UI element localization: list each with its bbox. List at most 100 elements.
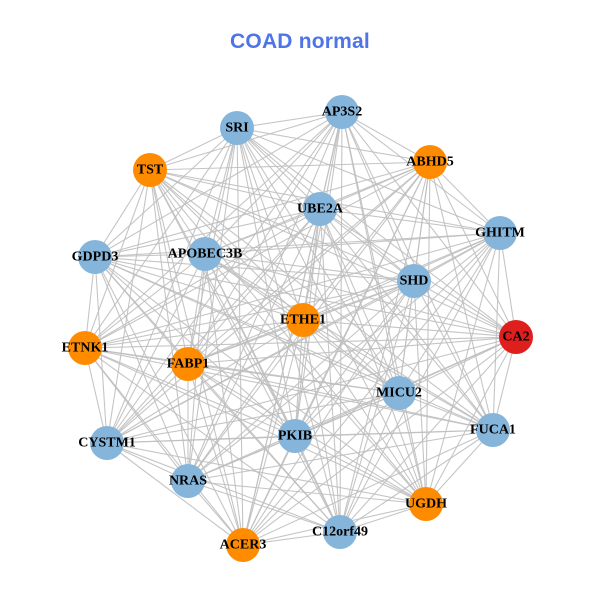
edge-AP3S2-APOBEC3B xyxy=(204,111,343,255)
edge-ABHD5-GDPD3 xyxy=(94,161,431,258)
node-C12orf49 xyxy=(323,515,357,549)
node-TST xyxy=(133,153,167,187)
edge-GHITM-NRAS xyxy=(187,232,501,482)
node-FABP1 xyxy=(171,347,205,381)
edge-ABHD5-FABP1 xyxy=(187,161,431,365)
edge-SRI-AP3S2 xyxy=(236,111,343,129)
edge-SHD-NRAS xyxy=(187,280,415,482)
edge-ABHD5-UGDH xyxy=(425,161,431,505)
node-APOBEC3B xyxy=(188,237,222,271)
edge-FUCA1-C12orf49 xyxy=(339,429,494,533)
edge-ABHD5-FUCA1 xyxy=(429,161,494,431)
edge-PKIB-ACER3 xyxy=(242,435,296,546)
edge-GHITM-UGDH xyxy=(425,232,501,505)
edge-UBE2A-GHITM xyxy=(319,208,501,234)
edge-NRAS-C12orf49 xyxy=(187,480,341,533)
edge-GDPD3-MICU2 xyxy=(94,256,400,394)
edge-GDPD3-NRAS xyxy=(94,256,189,482)
edge-TST-PKIB xyxy=(149,169,296,437)
node-label-PKIB: PKIB xyxy=(278,429,312,444)
edge-ABHD5-CA2 xyxy=(429,161,517,338)
edge-TST-NRAS xyxy=(149,169,189,482)
edge-APOBEC3B-C12orf49 xyxy=(204,253,341,533)
edge-ETHE1-C12orf49 xyxy=(302,319,341,533)
node-GHITM xyxy=(483,216,517,250)
nodes-layer xyxy=(68,95,533,562)
edge-CA2-NRAS xyxy=(187,336,517,482)
edge-FABP1-C12orf49 xyxy=(187,363,341,533)
edge-ETHE1-PKIB xyxy=(294,319,304,437)
edge-UBE2A-C12orf49 xyxy=(319,208,341,533)
edge-SRI-GDPD3 xyxy=(94,127,238,258)
edge-FABP1-FUCA1 xyxy=(187,363,494,431)
node-label-TST: TST xyxy=(137,163,164,178)
edge-APOBEC3B-CA2 xyxy=(204,253,517,338)
edge-AP3S2-SHD xyxy=(341,111,415,282)
node-UGDH xyxy=(409,487,443,521)
edge-GHITM-PKIB xyxy=(294,232,501,437)
node-NRAS xyxy=(171,464,205,498)
edge-APOBEC3B-ACER3 xyxy=(204,253,244,546)
edge-SHD-ACER3 xyxy=(242,280,415,546)
edge-GHITM-MICU2 xyxy=(398,232,501,394)
edge-ETHE1-CA2 xyxy=(302,319,517,338)
node-CYSTM1 xyxy=(90,426,124,460)
edge-CA2-CYSTM1 xyxy=(106,336,517,444)
edge-ETNK1-FUCA1 xyxy=(84,347,494,431)
edge-AP3S2-GDPD3 xyxy=(94,111,343,258)
edge-ETHE1-MICU2 xyxy=(302,319,400,394)
edge-APOBEC3B-SHD xyxy=(204,253,415,282)
edge-CYSTM1-C12orf49 xyxy=(106,442,341,533)
edge-SRI-ACER3 xyxy=(236,127,244,546)
edge-PKIB-C12orf49 xyxy=(294,435,341,533)
node-label-APOBEC3B: APOBEC3B xyxy=(168,247,243,262)
edge-SRI-ETHE1 xyxy=(236,127,304,321)
node-ETHE1 xyxy=(286,303,320,337)
edge-ABHD5-CYSTM1 xyxy=(106,161,431,444)
node-CA2 xyxy=(499,320,533,354)
edge-FABP1-PKIB xyxy=(187,363,296,437)
node-label-SRI: SRI xyxy=(225,121,248,136)
edge-ETNK1-UGDH xyxy=(84,347,427,505)
edge-SRI-FUCA1 xyxy=(236,127,494,431)
edge-FABP1-ACER3 xyxy=(187,363,244,546)
node-label-ACER3: ACER3 xyxy=(220,538,267,553)
edge-GHITM-APOBEC3B xyxy=(204,232,501,255)
edge-CA2-FABP1 xyxy=(187,336,517,365)
node-label-C12orf49: C12orf49 xyxy=(312,525,368,540)
edge-GHITM-CA2 xyxy=(499,232,517,338)
edge-CYSTM1-ACER3 xyxy=(106,442,244,546)
edge-GDPD3-UGDH xyxy=(94,256,427,505)
node-PKIB xyxy=(278,419,312,453)
edge-APOBEC3B-ETNK1 xyxy=(84,253,206,349)
node-label-ETNK1: ETNK1 xyxy=(62,341,109,356)
edge-SHD-CA2 xyxy=(413,280,517,338)
node-GDPD3 xyxy=(78,240,112,274)
edge-MICU2-ACER3 xyxy=(242,392,400,546)
edge-SHD-CYSTM1 xyxy=(106,280,415,444)
edge-UBE2A-SHD xyxy=(319,208,415,282)
node-label-ABHD5: ABHD5 xyxy=(406,155,453,170)
edge-CA2-ETNK1 xyxy=(84,336,517,349)
node-ABHD5 xyxy=(413,145,447,179)
edge-ETHE1-ACER3 xyxy=(242,319,304,546)
node-label-UGDH: UGDH xyxy=(405,497,447,512)
edge-FUCA1-ACER3 xyxy=(242,429,494,546)
edge-ETHE1-FUCA1 xyxy=(302,319,494,431)
edge-FUCA1-NRAS xyxy=(187,429,494,482)
edge-TST-ABHD5 xyxy=(149,161,431,171)
node-UBE2A xyxy=(303,192,337,226)
edge-GDPD3-FUCA1 xyxy=(94,256,494,431)
edge-ETHE1-ETNK1 xyxy=(84,319,304,349)
edge-ETNK1-ACER3 xyxy=(84,347,244,546)
edge-NRAS-UGDH xyxy=(187,480,427,505)
edge-SRI-UGDH xyxy=(236,127,427,505)
edge-SRI-UBE2A xyxy=(236,127,321,210)
edge-TST-SHD xyxy=(149,169,415,282)
edge-ETNK1-C12orf49 xyxy=(84,347,341,533)
edge-TST-UGDH xyxy=(149,169,427,505)
edge-GHITM-GDPD3 xyxy=(94,232,501,258)
node-label-AP3S2: AP3S2 xyxy=(322,105,362,120)
edge-ABHD5-ACER3 xyxy=(242,161,431,546)
